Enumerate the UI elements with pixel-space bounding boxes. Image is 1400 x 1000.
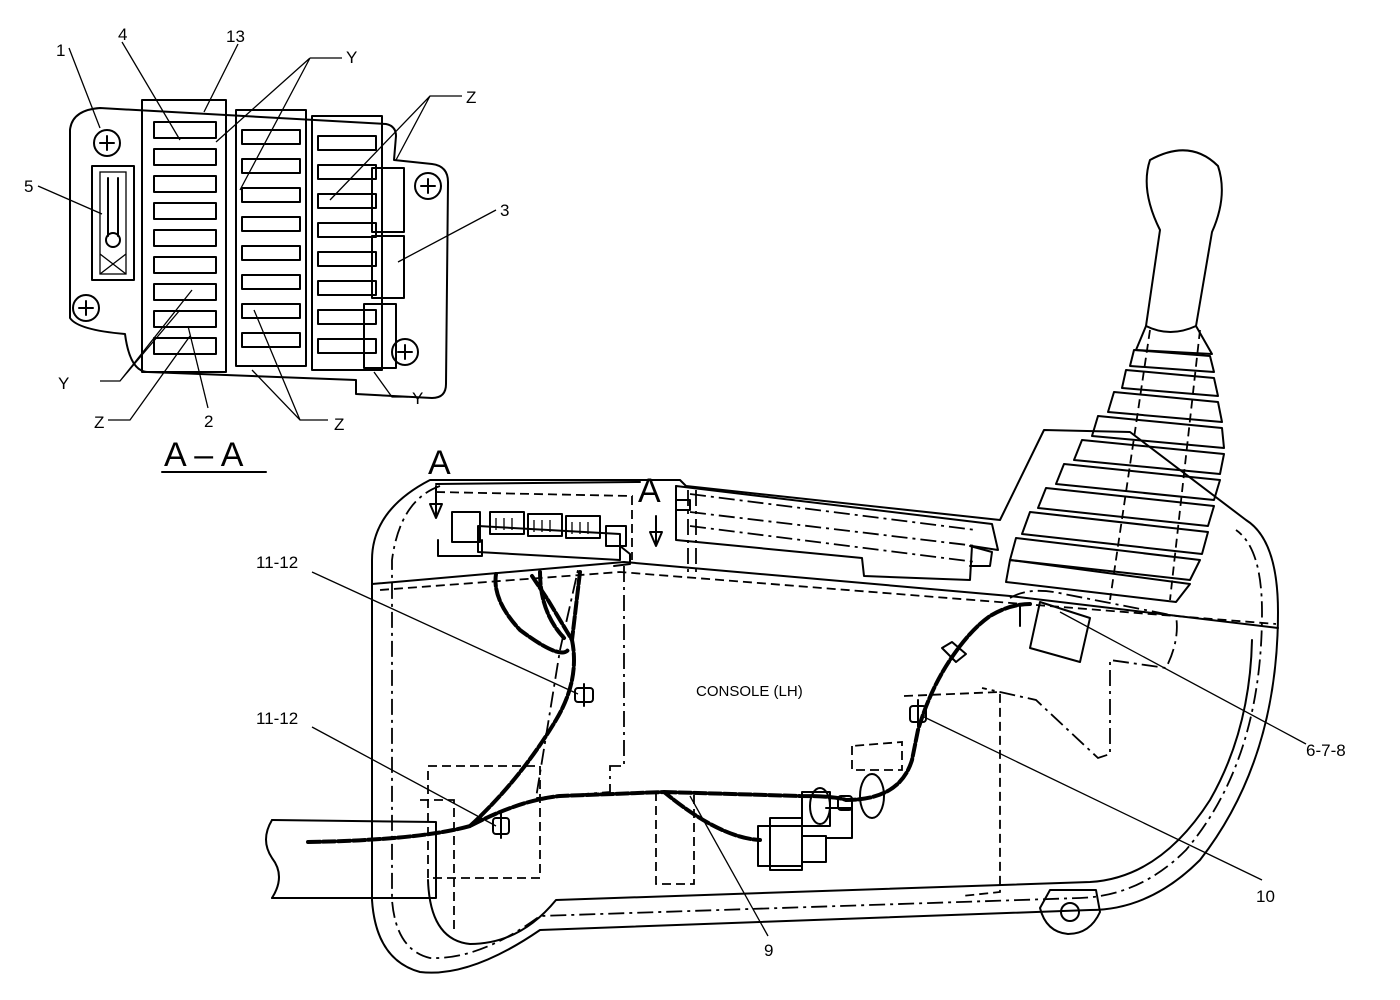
- clamp-icon: [837, 795, 853, 811]
- clamp-icon: [574, 683, 594, 707]
- callout-10: 10: [1256, 887, 1275, 906]
- screw-icon: [93, 129, 121, 157]
- callout-z-bottom: Z: [334, 415, 344, 434]
- switch-slot: [153, 283, 217, 301]
- callout-y-right: Y: [412, 389, 423, 408]
- joystick-handle: [1145, 149, 1223, 333]
- switch-slot: [153, 175, 217, 193]
- callout-2: 2: [204, 412, 213, 431]
- callout-y-top: Y: [346, 48, 357, 67]
- switch-slot: [153, 148, 217, 166]
- callout-y-left: Y: [58, 374, 69, 393]
- callout-5: 5: [24, 177, 33, 196]
- callout-9: 9: [764, 941, 773, 960]
- console-outline: [371, 429, 1279, 974]
- switch-slot: [241, 129, 301, 145]
- section-view-a-a: 1 4 13 Y Z 5 3 Y Z 2 Z Y A – A: [24, 25, 509, 474]
- switch-slot: [317, 222, 377, 238]
- callout-z-left: Z: [94, 413, 104, 432]
- callout-3: 3: [500, 201, 509, 220]
- leader-lines-main: [311, 571, 1307, 937]
- screw-icon: [72, 294, 100, 322]
- switch-slot: [317, 338, 377, 354]
- switch-slot: [153, 337, 217, 355]
- connector-assembly: [757, 773, 885, 871]
- armrest-tube: [271, 819, 437, 899]
- console-label: CONSOLE (LH): [696, 683, 803, 700]
- switch-slot: [153, 202, 217, 220]
- clamp-icon: [909, 699, 927, 727]
- screw-icon: [414, 172, 442, 200]
- switch-slot: [153, 121, 217, 139]
- clamp-icon: [492, 811, 510, 839]
- slide-switch: [91, 165, 135, 281]
- switch-slot: [317, 280, 377, 296]
- switch-slot: [317, 193, 377, 209]
- switch-slot: [241, 332, 301, 348]
- section-marker-a-right: A: [638, 472, 661, 510]
- switch-slot: [153, 229, 217, 247]
- switch-panel-plate: [69, 107, 449, 399]
- switch-slot: [241, 274, 301, 290]
- switch-slot: [317, 164, 377, 180]
- callout-4: 4: [118, 25, 127, 44]
- callout-6-7-8: 6-7-8: [1306, 741, 1346, 760]
- switch-slot: [317, 135, 377, 151]
- callout-13: 13: [226, 27, 245, 46]
- leader-lines-section: [37, 41, 497, 421]
- screw-icon: [391, 338, 419, 366]
- callout-1: 1: [56, 41, 65, 60]
- callout-11-12-upper: 11-12: [256, 553, 298, 572]
- switch-slot: [317, 309, 377, 325]
- switch-slot: [241, 158, 301, 174]
- switch-slot: [241, 245, 301, 261]
- switch-slot: [153, 256, 217, 274]
- switch-slot: [317, 251, 377, 267]
- switch-box: [435, 491, 633, 567]
- switch-slot: [241, 216, 301, 232]
- switch-slot: [153, 310, 217, 328]
- callout-z-top: Z: [466, 88, 476, 107]
- switch-columns: [141, 99, 405, 373]
- joystick-lever: [1005, 149, 1225, 603]
- switch-slot: [241, 303, 301, 319]
- section-marker-a-left: A: [428, 444, 451, 482]
- switch-slot: [241, 187, 301, 203]
- console-body: A A CONSOLE (LH): [265, 429, 1279, 974]
- section-title: A – A: [164, 436, 244, 474]
- callout-11-12-lower: 11-12: [256, 709, 298, 728]
